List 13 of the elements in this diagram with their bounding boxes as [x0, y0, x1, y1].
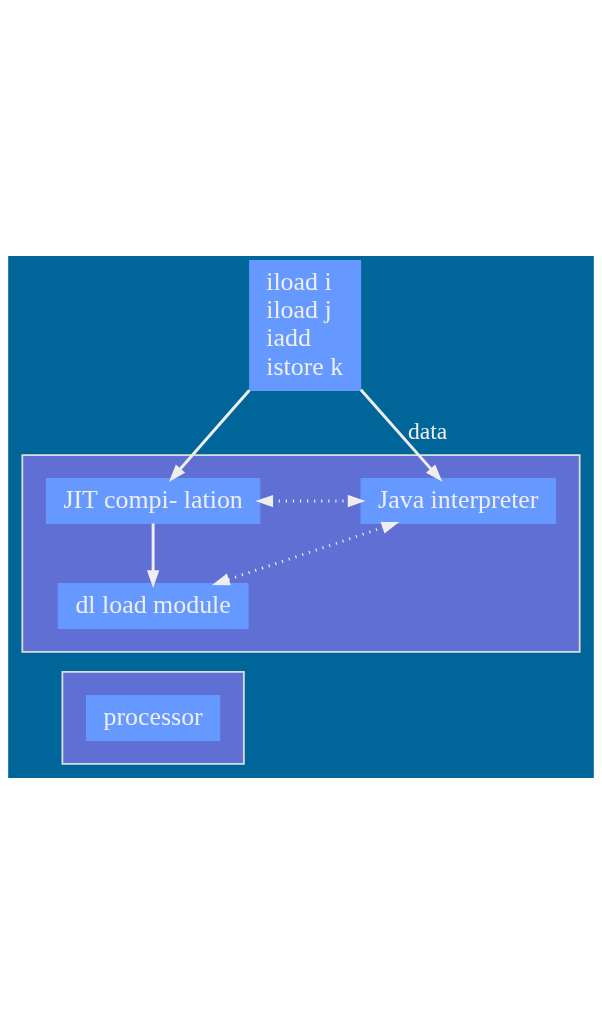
cluster: [61, 671, 245, 765]
node-box: iload i iload j iadd istore k: [249, 260, 362, 391]
arrow: [359, 388, 443, 482]
arrow: [168, 389, 251, 482]
node-box: JIT compi- lation: [45, 478, 261, 525]
arrow: [146, 523, 160, 589]
edge-label: data: [408, 417, 448, 444]
cluster: [21, 454, 581, 653]
node-box: dl load module: [57, 583, 249, 629]
node-box: Java interpreter: [360, 478, 557, 525]
node-box: processor: [85, 694, 221, 741]
arrow: [212, 521, 400, 586]
arrow: [255, 494, 366, 508]
